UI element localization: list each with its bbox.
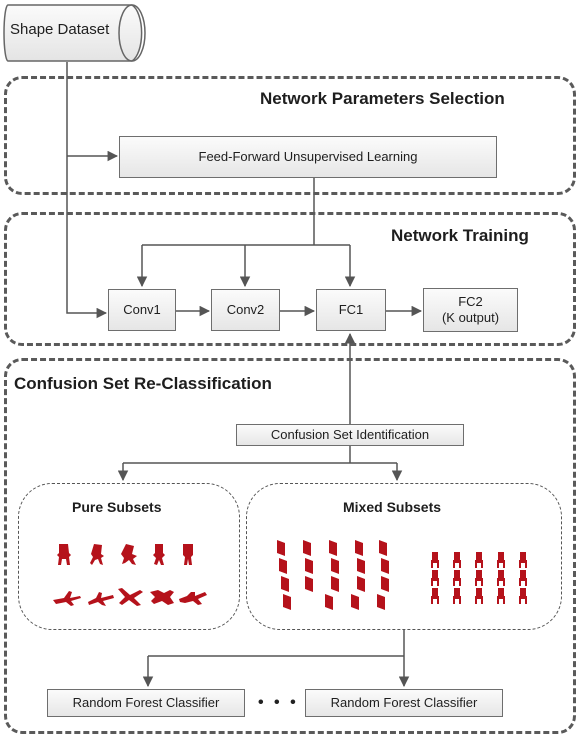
feed-forward-unsupervised-learning-node[interactable]: Feed-Forward Unsupervised Learning [119,136,497,178]
random-forest-classifier-left[interactable]: Random Forest Classifier [47,689,245,717]
pure-subsets-title: Pure Subsets [72,499,162,515]
mixed-subsets-group [246,483,562,630]
connector-dataset-trunk [66,62,108,319]
pure-shape-airplane-icon [53,591,81,606]
pure-shape-airplane-icon [118,588,143,606]
pure-shape-chair-icon [121,544,137,565]
ffu-label: Feed-Forward Unsupervised Learning [198,149,418,164]
mixed-subsets-title: Mixed Subsets [343,499,442,515]
fc1-label: FC1 [338,302,364,317]
panel-network-training [4,212,576,346]
pure-shape-chair-icon [183,544,193,565]
panel-confusion-set-reclassification [4,358,576,734]
rf-left-label: Random Forest Classifier [72,695,220,710]
dataset-label: Shape Dataset [10,21,110,38]
classifier-ellipsis: • • • [258,694,299,711]
panel-title-network-parameters-selection: Network Parameters Selection [260,89,505,108]
mixed-shape-chair-grid-icon [431,552,527,604]
pure-shape-airplane-icon [88,592,114,606]
fc2-label-line1: FC2 [458,294,483,309]
mixed-shape-block-grid-icon [277,540,389,610]
fc2-node[interactable]: FC2 (K output) [423,288,518,332]
confusion-set-identification-node[interactable]: Confusion Set Identification [236,424,464,446]
random-forest-classifier-right[interactable]: Random Forest Classifier [305,689,503,717]
pure-shape-airplane-icon [150,590,174,605]
pure-shape-chair-icon [90,544,104,565]
pure-shape-chair-icon [153,544,165,565]
dataset-cylinder-icon [3,4,146,62]
panel-title-network-training: Network Training [391,226,529,245]
fc1-node[interactable]: FC1 [316,289,386,331]
pure-shape-chair-icon [57,544,71,565]
conv1-node[interactable]: Conv1 [108,289,176,331]
confusion-id-label: Confusion Set Identification [270,427,430,442]
conv2-label: Conv2 [226,302,265,317]
panel-title-confusion-set-reclassification: Confusion Set Re-Classification [14,374,272,393]
fc2-label-line2: (K output) [441,310,500,325]
rf-right-label: Random Forest Classifier [330,695,478,710]
conv2-node[interactable]: Conv2 [211,289,280,331]
pure-shape-airplane-icon [179,592,207,605]
conv1-label: Conv1 [123,302,161,317]
panel-network-parameters-selection [4,76,576,195]
